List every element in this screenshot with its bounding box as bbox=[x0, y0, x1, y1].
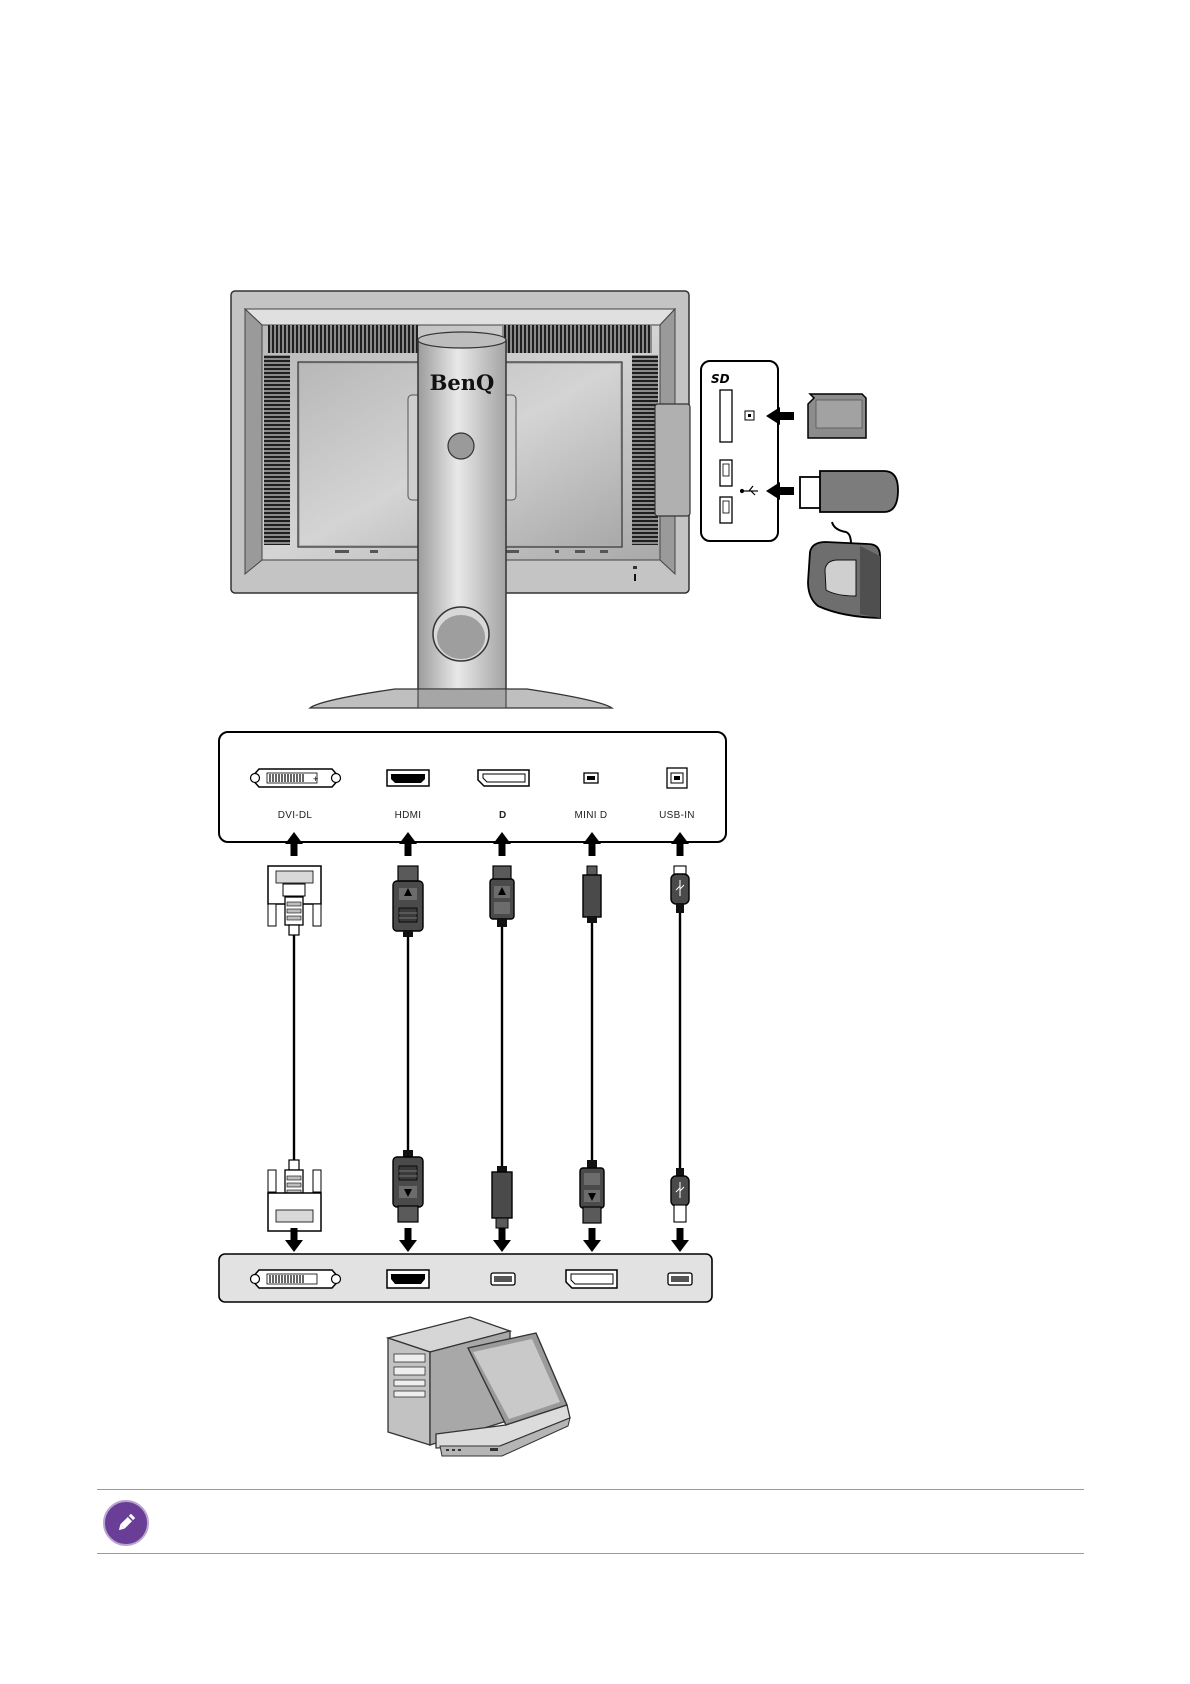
dvi-port[interactable]: + bbox=[251, 769, 341, 787]
dp-label: D bbox=[499, 810, 507, 821]
port-label-hdmi: HDMI bbox=[395, 810, 422, 821]
pc-mini-displayport-port[interactable] bbox=[491, 1273, 515, 1285]
note-bottom-rule bbox=[97, 1553, 1084, 1554]
sd-card-slot[interactable] bbox=[720, 390, 732, 442]
arrow-icon bbox=[399, 1228, 417, 1252]
brand-logo: BenQ bbox=[430, 370, 495, 395]
pc-displayport-port[interactable] bbox=[566, 1270, 617, 1288]
arrow-icon bbox=[583, 1228, 601, 1252]
note-top-rule bbox=[97, 1489, 1084, 1490]
usb-flash-drive bbox=[800, 471, 898, 512]
usb-cable bbox=[671, 866, 689, 1222]
hdmi-cable bbox=[393, 866, 423, 1222]
mini-displayport-port[interactable] bbox=[584, 773, 598, 783]
mini-displayport-to-displayport-cable bbox=[580, 866, 604, 1223]
side-port-panel: SD bbox=[701, 361, 778, 541]
pc-dvi-port[interactable] bbox=[251, 1270, 341, 1288]
arrow-icon bbox=[493, 1228, 511, 1252]
port-label-minidp: MINI D bbox=[575, 810, 608, 821]
sd-card bbox=[808, 394, 866, 438]
displayport-port[interactable] bbox=[478, 770, 529, 786]
svg-text:+: + bbox=[313, 774, 318, 784]
port-label-dp: D bbox=[499, 810, 507, 821]
pc-usb-port[interactable] bbox=[668, 1273, 692, 1285]
note-pencil-icon bbox=[103, 1500, 149, 1546]
desktop-and-laptop-computer bbox=[388, 1317, 570, 1456]
sd-logo: SD bbox=[711, 372, 730, 386]
port-label-usbin: USB-IN bbox=[659, 810, 695, 821]
pc-hdmi-port[interactable] bbox=[387, 1270, 429, 1288]
arrow-icon bbox=[671, 1228, 689, 1252]
hdmi-port[interactable] bbox=[387, 770, 429, 786]
calibration-device bbox=[808, 522, 880, 618]
pencil-icon bbox=[114, 1511, 138, 1535]
usb-in-port[interactable] bbox=[667, 768, 687, 788]
dvi-cable bbox=[268, 866, 321, 1231]
displayport-to-mini-displayport-cable bbox=[490, 866, 514, 1228]
port-label-dvi: DVI-DL bbox=[278, 810, 313, 821]
